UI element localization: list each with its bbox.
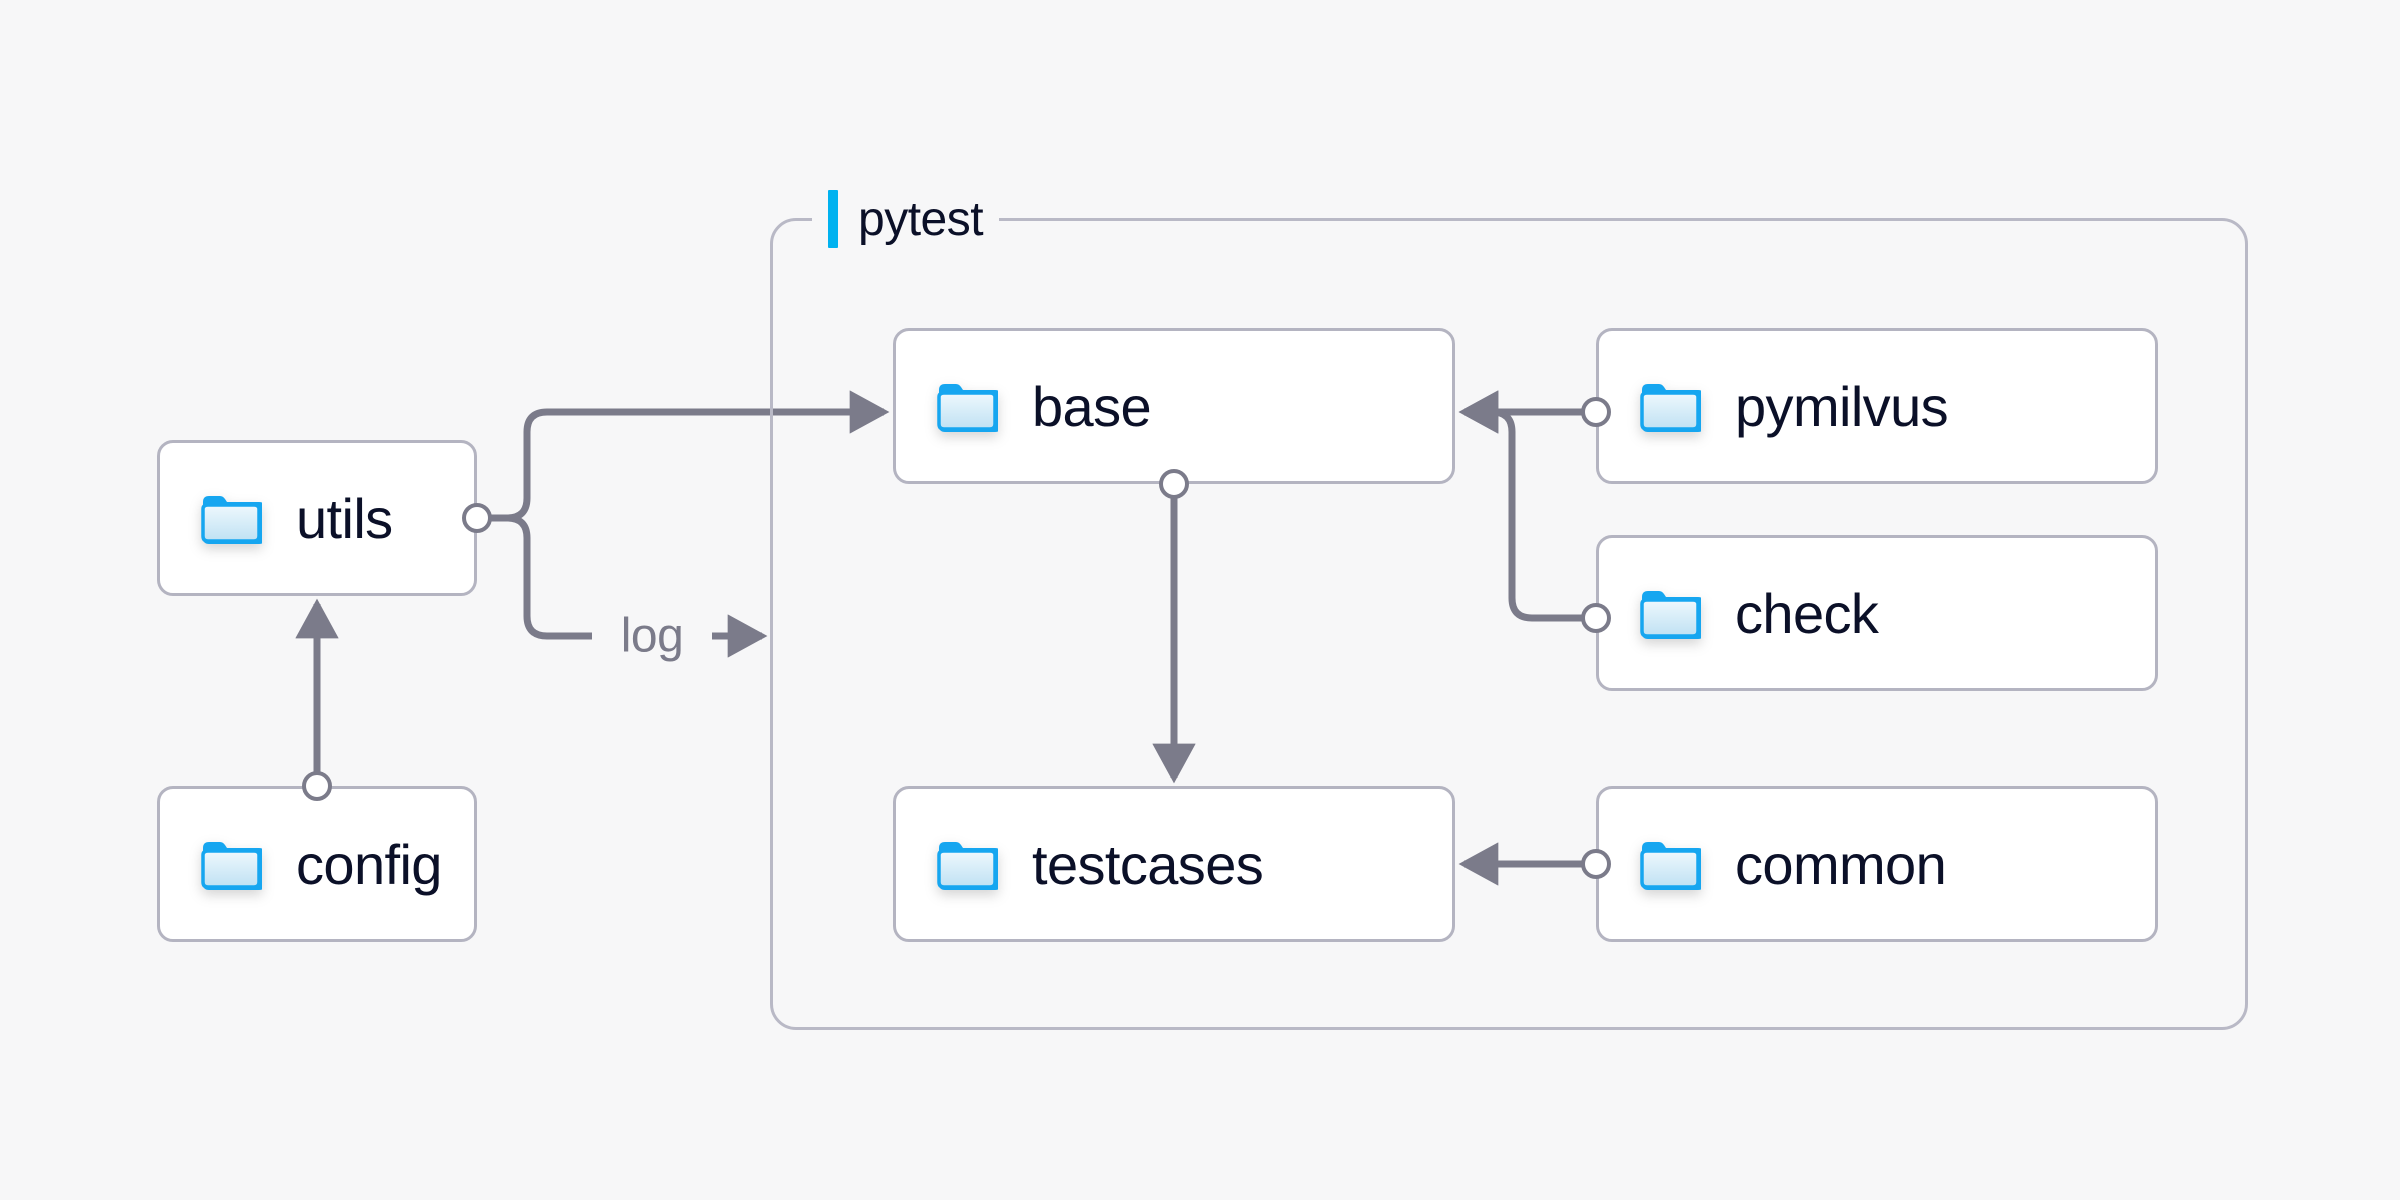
node-config[interactable]: config xyxy=(157,786,477,942)
node-testcases-label: testcases xyxy=(1032,832,1264,896)
node-utils[interactable]: utils xyxy=(157,440,477,596)
node-check-label: check xyxy=(1735,581,1879,645)
node-check[interactable]: check xyxy=(1596,535,2158,691)
folder-icon xyxy=(1639,838,1704,890)
edge-utils-to-pytest-log xyxy=(477,514,592,640)
port-pymilvus-left[interactable] xyxy=(1581,397,1611,427)
port-check-left[interactable] xyxy=(1581,603,1611,633)
folder-icon xyxy=(1639,380,1704,432)
node-common-label: common xyxy=(1735,832,1947,896)
folder-icon xyxy=(200,492,265,544)
port-utils-right[interactable] xyxy=(462,503,492,533)
folder-icon xyxy=(1639,587,1704,639)
edge-label-log: log xyxy=(612,608,692,664)
node-testcases[interactable]: testcases xyxy=(893,786,1455,942)
node-pymilvus[interactable]: pymilvus xyxy=(1596,328,2158,484)
node-utils-label: utils xyxy=(296,486,393,550)
folder-icon xyxy=(936,838,1001,890)
node-common[interactable]: common xyxy=(1596,786,2158,942)
node-base[interactable]: base xyxy=(893,328,1455,484)
node-config-label: config xyxy=(296,832,442,896)
port-config-top[interactable] xyxy=(302,771,332,801)
port-base-bottom[interactable] xyxy=(1159,469,1189,499)
group-pytest-label-text: pytest xyxy=(858,192,984,246)
accent-bar-icon xyxy=(828,190,838,248)
folder-icon xyxy=(200,838,265,890)
group-pytest[interactable] xyxy=(770,218,2248,1030)
node-pymilvus-label: pymilvus xyxy=(1735,374,1949,438)
group-pytest-label: pytest xyxy=(812,188,1000,250)
folder-icon xyxy=(936,380,1001,432)
node-base-label: base xyxy=(1032,374,1152,438)
port-common-left[interactable] xyxy=(1581,849,1611,879)
